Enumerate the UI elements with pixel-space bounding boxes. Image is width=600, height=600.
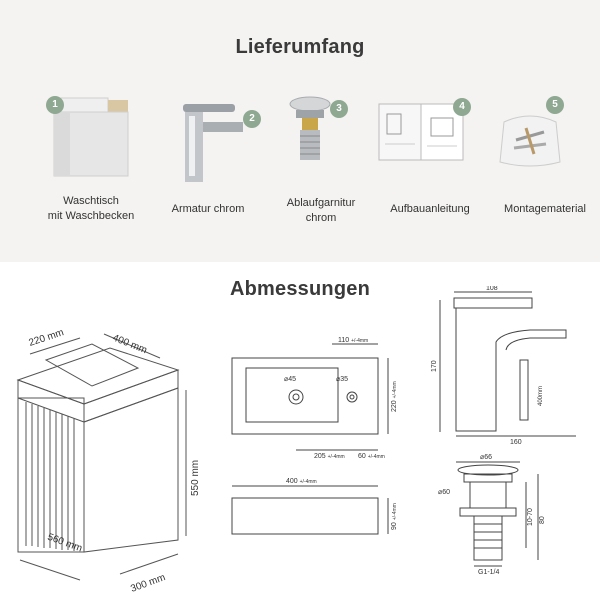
scope-item-drain: 3 Ablaufgarnitur chrom bbox=[266, 92, 376, 252]
scope-item-mounting: 5 Montagematerial bbox=[490, 92, 600, 252]
caption-line: Ablaufgarnitur bbox=[286, 197, 356, 209]
caption-line: Waschtisch bbox=[63, 195, 119, 207]
drain-cap-label: ⌀66 bbox=[480, 454, 492, 461]
faucet-base-label: 160 bbox=[510, 439, 522, 446]
badge-4: 4 bbox=[453, 98, 471, 116]
faucet-dimension-drawing: 108 170 400mm 160 bbox=[431, 286, 576, 446]
badge-2: 2 bbox=[243, 110, 261, 128]
drain-thread-label: G1-1/4 bbox=[478, 569, 500, 576]
manual-image bbox=[378, 103, 464, 161]
cabinet-top-width-label: 400 mm bbox=[111, 333, 149, 357]
basin-height-label: 90 +/-4mm bbox=[391, 503, 398, 530]
caption-line: Montagematerial bbox=[504, 203, 586, 215]
basin-edge-offset-label: 60 +/-4mm bbox=[358, 453, 385, 460]
tap-hole-label: ⌀35 bbox=[336, 376, 348, 383]
caption-line: mit Waschbecken bbox=[47, 210, 135, 222]
dimensions-title: Abmessungen bbox=[229, 278, 370, 300]
scope-title: Lieferumfang bbox=[235, 36, 365, 58]
cabinet-width-label: 560 mm bbox=[46, 532, 84, 555]
basin-width-label: 400 +/-4mm bbox=[286, 478, 317, 485]
scope-item-cabinet: 1 Waschtisch mit Waschbecken bbox=[36, 92, 146, 252]
basin-front-view-drawing: 400 +/-4mm 90 +/-4mm bbox=[231, 478, 398, 535]
basin-tap-offset-label: 110 +/-4mm bbox=[338, 337, 368, 344]
drain-height-label: 80 bbox=[539, 516, 546, 524]
basin-hole-spacing-label: 205 +/-4mm bbox=[314, 453, 345, 460]
cabinet-top-depth-label: 220 mm bbox=[28, 327, 66, 349]
drain-adjust-label: 10-70 bbox=[527, 508, 534, 526]
scope-item-faucet: 2 Armatur chrom bbox=[153, 92, 263, 252]
faucet-top-label: 108 bbox=[486, 286, 498, 292]
drain-image bbox=[289, 96, 331, 160]
cabinet-height-label: 550 mm bbox=[190, 460, 201, 496]
caption-line: Aufbauanleitung bbox=[390, 203, 470, 215]
cabinet-image bbox=[53, 97, 129, 177]
faucet-image bbox=[183, 104, 243, 182]
faucet-height-label: 170 bbox=[431, 360, 438, 372]
basin-depth-label: 220 +/-4mm bbox=[391, 381, 398, 412]
drain-hole-label: ⌀45 bbox=[284, 376, 296, 383]
badge-1: 1 bbox=[46, 96, 64, 114]
mounting-bag-image bbox=[499, 115, 561, 167]
drain-dimension-drawing: ⌀66 ⌀60 10-70 80 G1-1/4 bbox=[438, 454, 546, 576]
cabinet-depth-label: 300 mm bbox=[129, 572, 167, 595]
basin-top-view-drawing: 110 +/-4mm ⌀45 ⌀35 220 +/-4mm 205 +/-4mm… bbox=[231, 337, 398, 460]
faucet-hose-label: 400mm bbox=[538, 386, 544, 406]
caption-line: Armatur chrom bbox=[171, 203, 245, 215]
caption-line: chrom bbox=[305, 212, 337, 224]
scope-item-manual: 4 Aufbauanleitung bbox=[375, 92, 485, 252]
cabinet-dimension-drawing: 220 mm 400 mm 550 mm 560 mm 300 mm bbox=[16, 327, 201, 595]
badge-5: 5 bbox=[546, 96, 564, 114]
badge-3: 3 bbox=[330, 100, 348, 118]
drain-neck-label: ⌀60 bbox=[438, 489, 450, 496]
